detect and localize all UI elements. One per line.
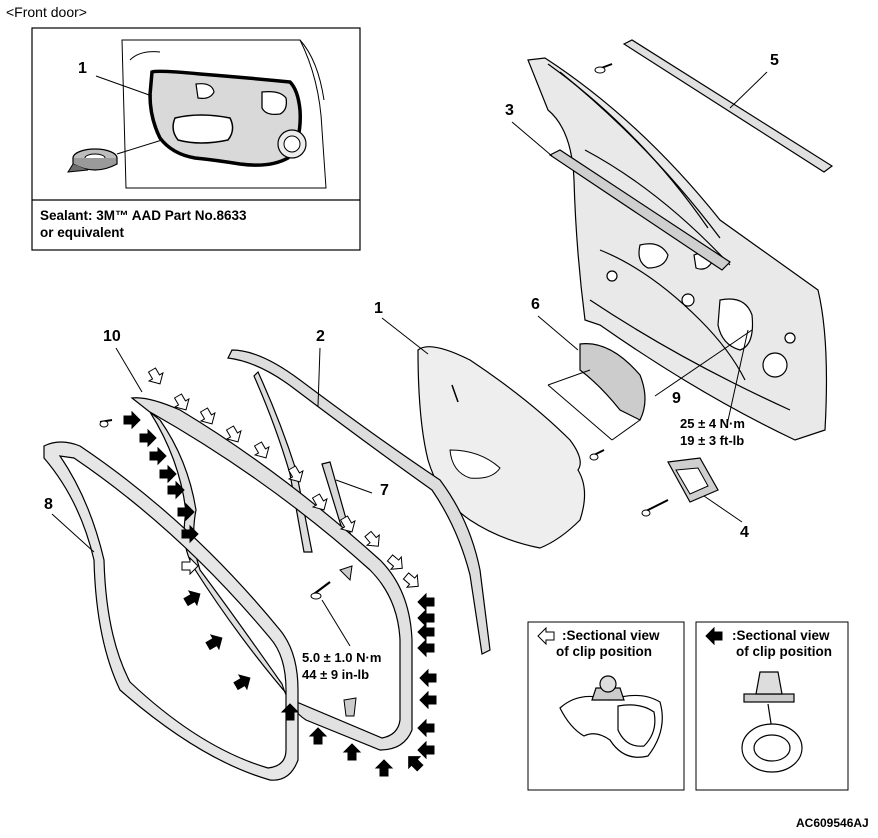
part-4-plate — [641, 457, 719, 517]
clip-section-view-white — [559, 675, 663, 758]
part-3-beltline-strip — [548, 149, 731, 271]
sealant-note-line2: or equivalent — [40, 225, 125, 240]
white-clip-arrows — [147, 367, 419, 588]
legend-white-line2: of clip position — [556, 644, 652, 659]
part-6-bracket — [547, 342, 646, 461]
sealant-note-line1: Sealant: 3M™ AAD Part No.8633 — [40, 208, 247, 223]
callout-2: 2 — [316, 328, 325, 345]
inset-door-inner-panel — [121, 39, 327, 189]
callout-6: 6 — [531, 296, 540, 313]
sealant-inset-box — [31, 27, 361, 251]
figure-code: AC609546AJ — [796, 816, 869, 830]
torque-9-metric: 25 ± 4 N·m — [680, 416, 745, 431]
part-1-waterproof-film — [417, 346, 586, 549]
legend-white-clip-box — [527, 621, 685, 791]
part-10-opening-weatherstrip — [130, 397, 413, 751]
legend-black-clip-box — [695, 621, 849, 791]
callout-5: 5 — [770, 52, 779, 69]
part-8-body-weatherstrip — [43, 441, 299, 781]
clip-section-view-black — [741, 671, 803, 773]
black-clip-arrows — [123, 410, 437, 777]
white-arrow-icon — [537, 626, 555, 646]
screw-icon — [594, 63, 613, 74]
door-inner-panel — [527, 57, 828, 441]
inset-callout-1: 1 — [78, 60, 87, 77]
part-5-upper-strip — [622, 39, 834, 173]
torque-9-imperial: 19 ± 3 ft-lb — [680, 433, 745, 448]
torque-7-metric: 5.0 ± 1.0 N·m — [302, 650, 382, 665]
callout-8: 8 — [44, 496, 53, 513]
diagram-header: <Front door> — [6, 4, 87, 20]
torque-7-imperial: 44 ± 9 in-lb — [302, 667, 370, 682]
callout-10: 10 — [103, 328, 121, 345]
legend-black-line1: :Sectional view — [732, 628, 830, 643]
black-arrow-icon — [705, 626, 723, 646]
callout-1: 1 — [374, 300, 383, 317]
callout-4: 4 — [740, 524, 749, 541]
legend-white-line1: :Sectional view — [562, 628, 660, 643]
callout-3: 3 — [505, 102, 514, 119]
sealant-roll-icon — [67, 148, 118, 173]
legend-black-line2: of clip position — [736, 644, 832, 659]
callout-7: 7 — [380, 482, 389, 499]
callout-leaders — [51, 71, 768, 647]
callout-9: 9 — [672, 390, 681, 407]
